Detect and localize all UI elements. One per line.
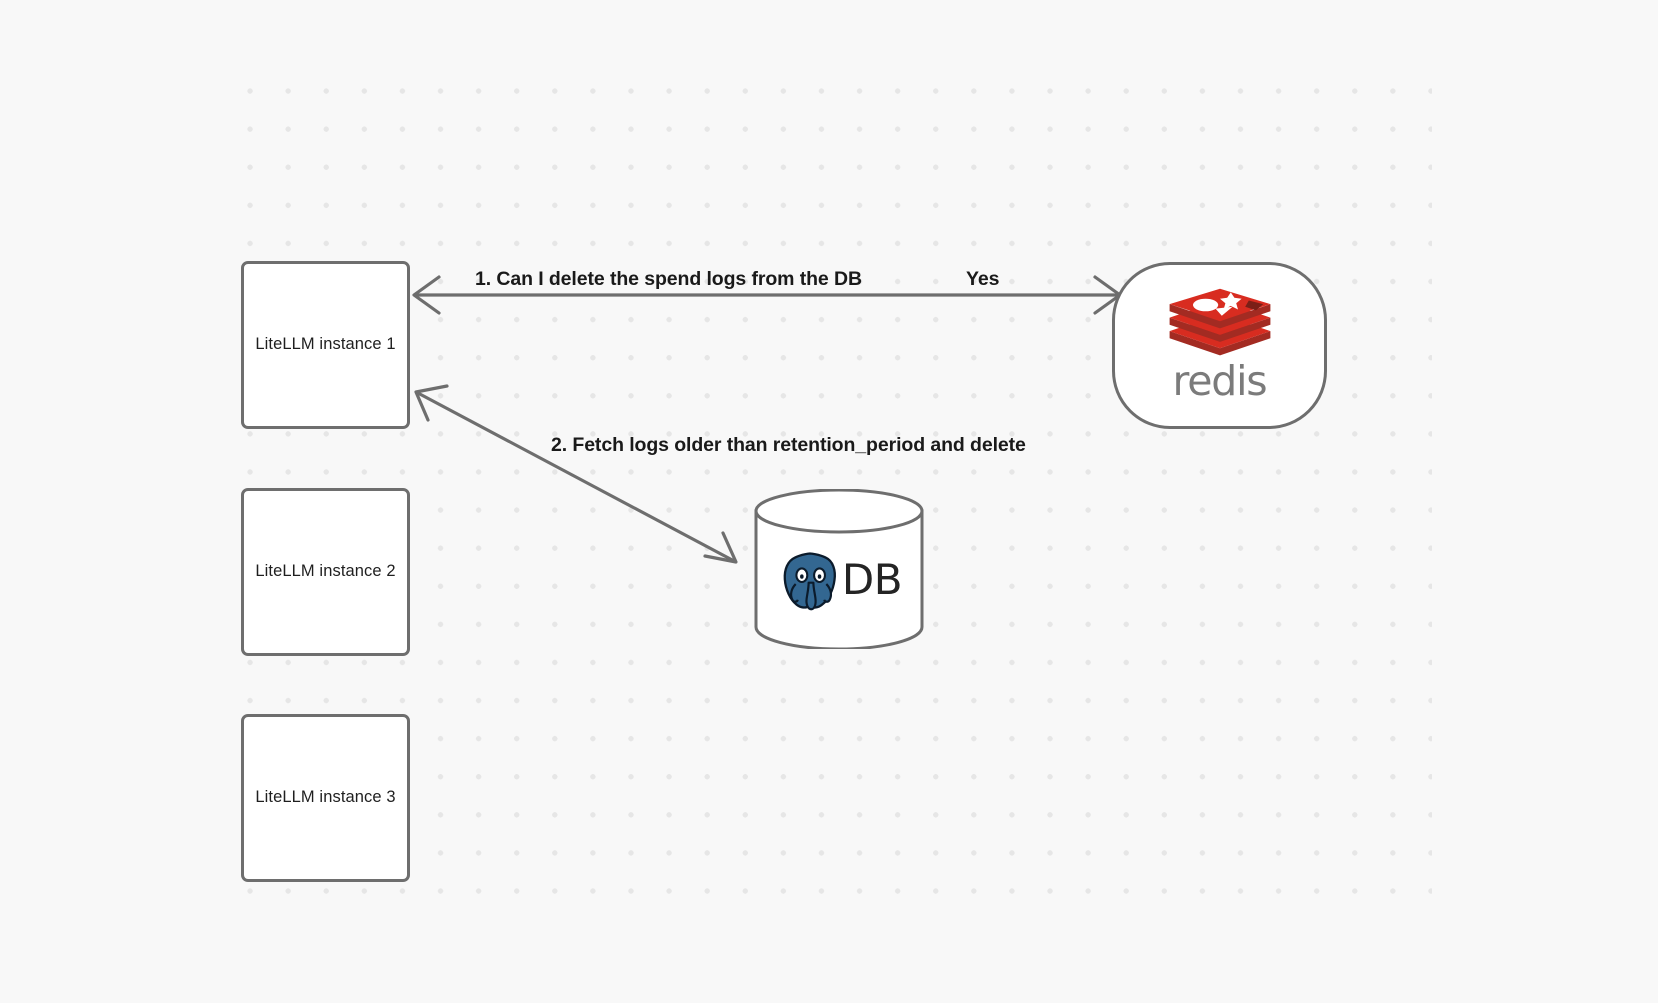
arrowhead-left: [412, 275, 441, 315]
db-label: DB: [841, 555, 903, 604]
node-litellm-instance-1[interactable]: LiteLLM instance 1: [241, 261, 410, 429]
node-litellm-instance-2[interactable]: LiteLLM instance 2: [241, 488, 410, 656]
node-litellm-instance-3[interactable]: LiteLLM instance 3: [241, 714, 410, 882]
db-content: DB: [753, 489, 925, 649]
node-label: LiteLLM instance 2: [255, 562, 396, 581]
node-label: LiteLLM instance 1: [255, 335, 396, 354]
redis-wordmark: redis: [1172, 357, 1268, 405]
redis-logo-group: redis: [1166, 287, 1274, 402]
arrowhead-upleft: [414, 384, 449, 422]
edge-label-step-2: 2. Fetch logs older than retention_perio…: [551, 434, 1026, 456]
node-redis[interactable]: redis: [1112, 262, 1327, 429]
edge-label-step-1: 1. Can I delete the spend logs from the …: [475, 268, 862, 290]
edge-label-yes: Yes: [966, 268, 1000, 290]
arrowhead-downright: [703, 531, 738, 564]
redis-logo-icon: [1169, 288, 1270, 356]
cylinder-shape: [754, 489, 924, 649]
postgresql-elephant-icon: [782, 551, 838, 611]
edge-instance1-to-db: [414, 384, 738, 564]
node-label: LiteLLM instance 3: [255, 788, 396, 807]
node-database[interactable]: DB: [753, 489, 925, 649]
